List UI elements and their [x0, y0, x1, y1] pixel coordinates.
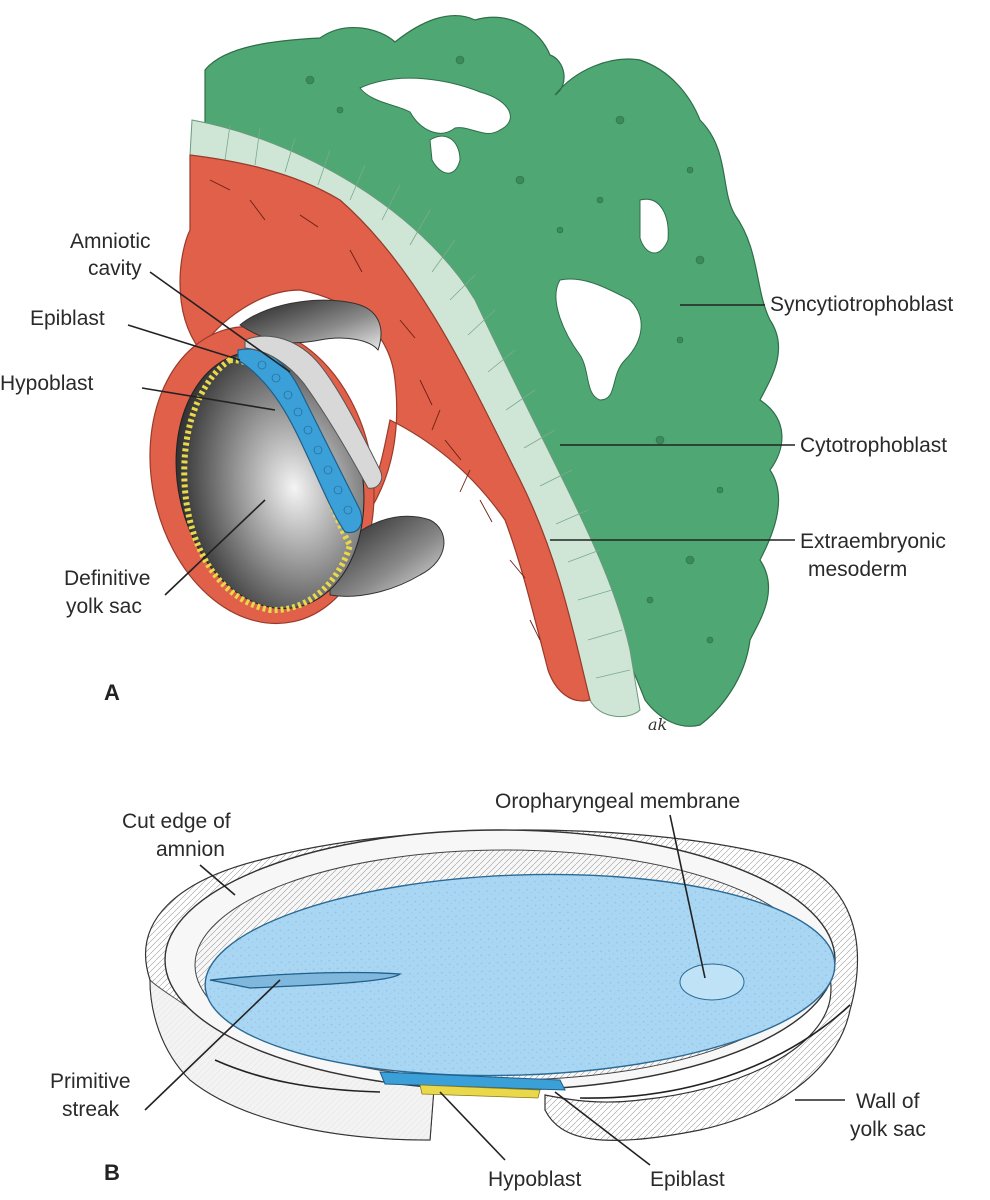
label-primitive-streak-line2: streak	[62, 1098, 120, 1121]
label-epiblast-b: Epiblast	[650, 1168, 725, 1191]
label-cut-edge-of-amnion-line2: amnion	[156, 838, 225, 861]
lacunae	[359, 77, 669, 401]
oropharyngeal-membrane	[679, 963, 745, 1001]
label-syncytiotrophoblast: Syncytiotrophoblast	[770, 293, 953, 316]
label-epiblast-a: Epiblast	[30, 307, 105, 330]
panel-letter-a: A	[104, 680, 120, 705]
amniotic-cavity	[244, 335, 383, 489]
label-primitive-streak-line1: Primitive	[50, 1070, 131, 1093]
label-amniotic-cavity-line2: cavity	[88, 257, 142, 280]
epiblast-layer-a	[237, 348, 363, 534]
epiblast-section-b	[379, 1071, 566, 1091]
amnion-fold-left	[214, 1059, 381, 1093]
leader-lines-b	[144, 814, 845, 1166]
leader-lines-a	[127, 271, 795, 596]
cytotrophoblast-cell-lines	[224, 124, 631, 679]
primitive-streak	[209, 971, 402, 989]
panel-b: Cut edge of amnion Oropharyngeal membran…	[50, 790, 926, 1191]
label-definitive-yolk-sac-line1: Definitive	[64, 567, 150, 590]
label-cytotrophoblast: Cytotrophoblast	[800, 434, 947, 457]
label-wall-of-yolk-sac-line2: yolk sac	[850, 1118, 926, 1141]
hypoblast-section-b	[419, 1084, 541, 1099]
label-hypoblast-a: Hypoblast	[0, 372, 94, 395]
label-amniotic-cavity-line1: Amniotic	[70, 230, 151, 253]
label-extraembryonic-mesoderm-line1: Extraembryonic	[800, 530, 946, 553]
label-hypoblast-b: Hypoblast	[488, 1168, 582, 1191]
mesoderm-cells	[209, 179, 541, 641]
panel-letter-b: B	[104, 1160, 120, 1185]
artist-signature: ak	[648, 715, 667, 734]
label-oropharyngeal-membrane: Oropharyngeal membrane	[495, 790, 740, 813]
amnion-fold-right	[579, 1004, 851, 1099]
embryonic-disc-stipple	[205, 874, 835, 1076]
panel-a: Amniotic cavity Epiblast Hypoblast Defin…	[0, 15, 953, 734]
epiblast-cells	[257, 360, 353, 515]
label-cut-edge-of-amnion-line1: Cut edge of	[122, 810, 231, 833]
syncytio-nuclei	[305, 55, 724, 644]
label-definitive-yolk-sac-line2: yolk sac	[66, 595, 142, 618]
label-wall-of-yolk-sac-line1: Wall of	[856, 1090, 920, 1113]
label-extraembryonic-mesoderm-line2: mesoderm	[808, 558, 907, 581]
extraembryonic-mesoderm-layer	[179, 154, 591, 702]
